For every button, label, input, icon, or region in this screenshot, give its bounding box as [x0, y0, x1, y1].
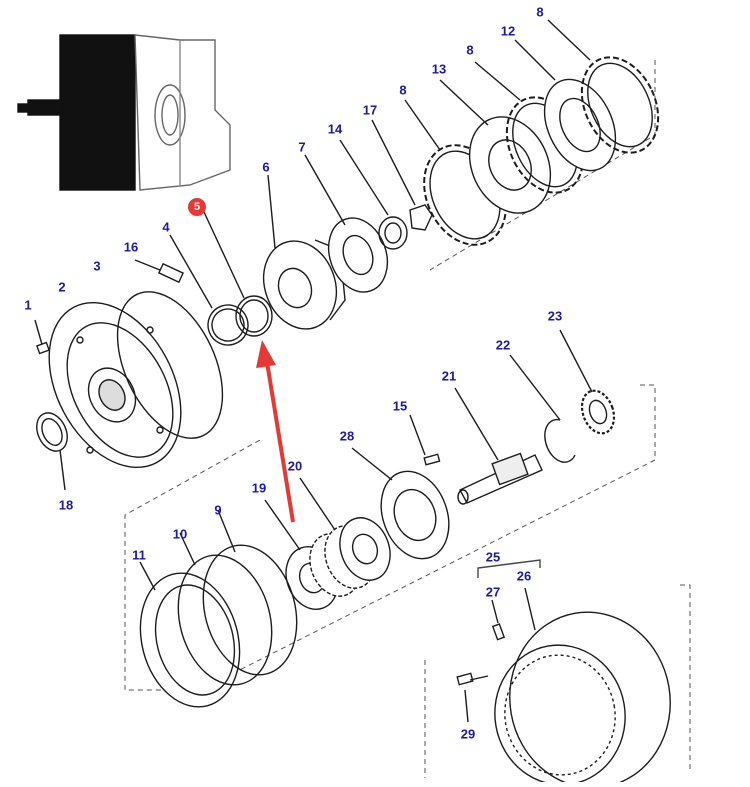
label-25: 25: [485, 549, 501, 565]
part-2-cover: [48, 301, 182, 469]
part-22-circlip: [544, 418, 576, 463]
label-10: 10: [172, 526, 188, 542]
label-26: 26: [516, 568, 532, 584]
part-5-highlight-badge: 5: [188, 198, 206, 216]
part-1-bolt: [34, 319, 50, 355]
part-21-shaft: [454, 387, 543, 505]
label-2: 2: [58, 279, 66, 295]
label-13: 13: [431, 61, 447, 77]
motor-housing: [17, 34, 231, 191]
part-17-clip: [409, 204, 433, 231]
part-19-20-clutch-pack: [264, 477, 391, 610]
part-11-housing-ring: [139, 572, 241, 708]
part-28-flange: [351, 447, 450, 560]
label-9: 9: [214, 502, 222, 518]
part-26-housing: [494, 587, 671, 787]
part-18-seal: [36, 412, 68, 491]
label-6: 6: [262, 159, 270, 175]
label-8a: 8: [399, 82, 407, 98]
part-4-ring: [207, 304, 249, 346]
label-27: 27: [485, 584, 501, 600]
part-12-plate: [543, 78, 617, 172]
part-16-pin: [134, 259, 185, 284]
label-20: 20: [287, 458, 303, 474]
label-15: 15: [392, 398, 408, 414]
label-1: 1: [24, 297, 32, 313]
label-3: 3: [93, 258, 101, 274]
part-14-washer: [378, 216, 408, 250]
part-15-screw: [409, 414, 441, 466]
label-22: 22: [495, 337, 511, 353]
part-10-oring: [177, 554, 273, 686]
label-8c: 8: [536, 4, 544, 20]
label-28: 28: [339, 428, 355, 444]
label-4: 4: [162, 219, 170, 235]
label-23: 23: [547, 308, 563, 324]
label-16: 16: [123, 239, 139, 255]
label-29: 29: [460, 726, 476, 742]
label-12: 12: [500, 23, 516, 39]
part-25-bracket: [477, 559, 541, 578]
label-7: 7: [298, 139, 306, 155]
part-13-plate: [468, 116, 552, 214]
part-5-ring: [235, 295, 273, 337]
part-23-gear: [559, 329, 616, 435]
part-3-seal: [116, 291, 224, 439]
part-27-pin: [491, 623, 506, 641]
label-11: 11: [132, 547, 146, 563]
label-18: 18: [58, 497, 74, 513]
label-14: 14: [327, 121, 343, 137]
label-19: 19: [251, 480, 267, 496]
label-21: 21: [441, 368, 457, 384]
part-29-bolt: [456, 672, 489, 723]
label-8b: 8: [466, 42, 474, 58]
label-17: 17: [362, 102, 378, 118]
highlight-arrow: [256, 340, 295, 523]
